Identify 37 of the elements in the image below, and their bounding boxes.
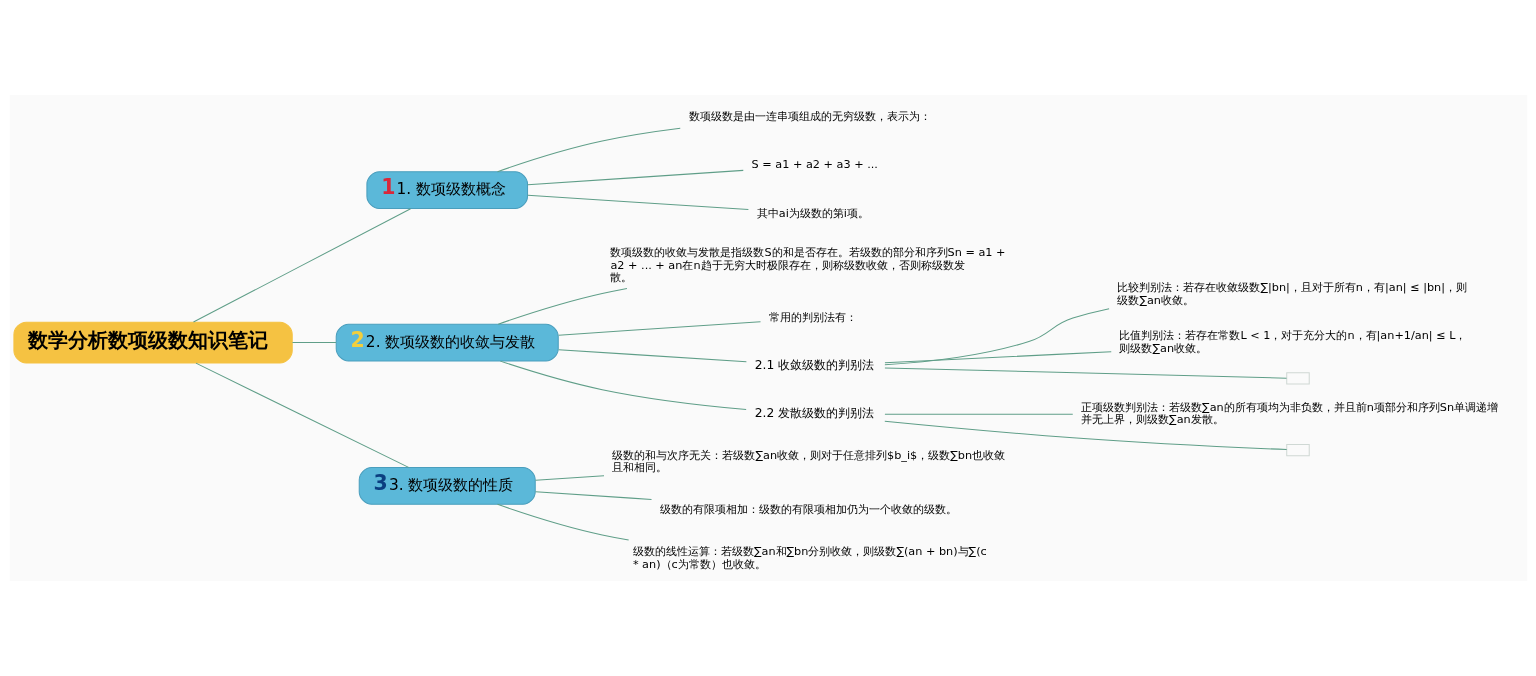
connector: [192, 208, 411, 323]
connector: [496, 127, 681, 173]
node-box: 数学分析数项级数知识笔记: [12, 321, 293, 364]
node-box: [1285, 443, 1310, 457]
node-text: 其中ai为级数的第i项。: [756, 206, 869, 220]
connector: [557, 349, 747, 363]
connector: [883, 308, 1110, 366]
node-text: 级数的和与次序无关：若级数∑an收敛，则对于任意排列$b_i$，级数∑bn也收敛且和相同。: [611, 449, 1005, 475]
connector: [526, 194, 749, 210]
connector: [883, 351, 1112, 364]
node-text: 常用的判别法有：: [768, 310, 857, 324]
node-text: 数项级数的收敛与发散是指级数S的和是否存在。若级数的部分和序列Sn = a1 + a2 + ... + an在n趋于无穷大时极限存在，则称级数收敛，否则称级数发散。: [609, 246, 1005, 285]
connector: [496, 503, 629, 541]
connector: [499, 360, 747, 410]
node-text: 2.2 发散级数的判别法: [754, 406, 874, 421]
connector: [526, 169, 744, 186]
node-text: 比较判别法：若存在收敛级数∑|bn|，且对于所有n，有|an| ≤ |bn|，则级数∑an收敛。: [1116, 281, 1467, 307]
connector: [497, 287, 627, 325]
node-text: 正项级数判别法：若级数∑an的所有项均为非负数，并且前n项部分和序列Sn单调递增并无上界，则级数∑an发散。: [1080, 400, 1498, 427]
connector: [534, 475, 605, 481]
node-box: 2 2. 数项级数的收敛与发散: [335, 323, 559, 362]
node-text: 2.1 收敛级数的判别法: [754, 358, 874, 373]
node-box: 1 1. 数项级数概念: [365, 171, 528, 210]
node-text: 比值判别法：若存在常数L < 1，对于充分大的n，有|an+1/an| ≤ L，则级数∑an收敛。: [1118, 329, 1466, 355]
node-box: [1285, 372, 1310, 385]
connector: [883, 413, 1073, 415]
node-text: 数项级数是由一连串项组成的无穷级数，表示为：: [688, 110, 931, 124]
connector: [534, 491, 652, 500]
connector: [291, 342, 336, 344]
connector: [557, 321, 761, 336]
node-text: 级数的有限项相加：级数的有限项相加仍为一个收敛的级数。: [659, 503, 957, 517]
connector: [194, 362, 409, 468]
node-text: 级数的线性运算：若级数∑an和∑bn分别收敛，则级数∑(an + bn)与∑(c * an)（c为常数）也收敛。: [632, 545, 987, 571]
node-text: S = a1 + a2 + a3 + ...: [751, 158, 878, 172]
node-box: 3 3. 数项级数的性质: [358, 466, 536, 505]
connector: [883, 367, 1287, 379]
connector: [883, 420, 1287, 451]
